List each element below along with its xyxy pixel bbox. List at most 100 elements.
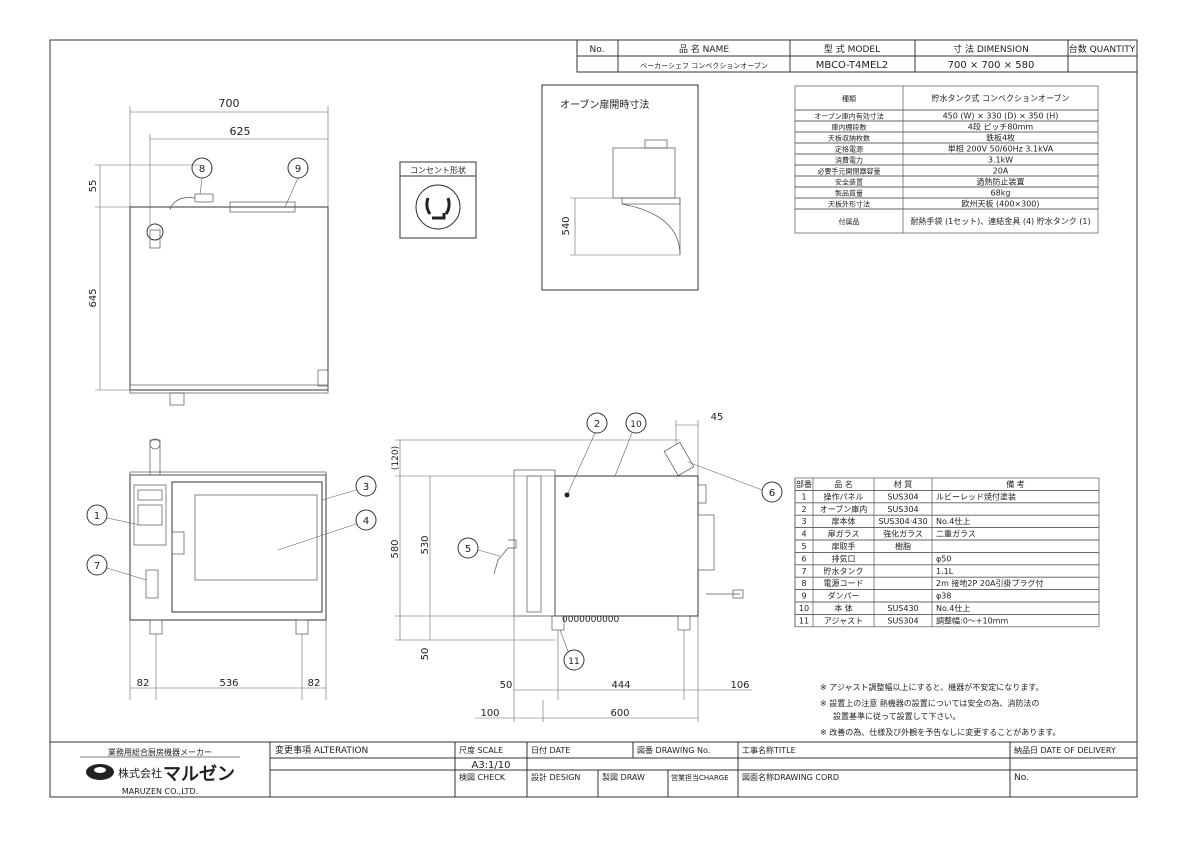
parts-row: 4 扉ガラス 強化ガラス 二重ガラス bbox=[794, 527, 1100, 541]
balloon-6: 6 bbox=[769, 488, 775, 499]
parts-row: 1 操作パネル SUS304 ルビーレッド焼付塗装 bbox=[794, 490, 1100, 504]
parts-header-note: 備 考 bbox=[1006, 479, 1025, 489]
parts-row: 10 本 体 SUS430 No.4仕上 bbox=[794, 601, 1100, 615]
note-1: ※ アジャスト調整幅以上にすると、機器が不安定になります。 bbox=[820, 682, 1043, 692]
parts-cell-no: 7 bbox=[801, 567, 806, 576]
dim-top-700: 700 bbox=[219, 97, 240, 110]
parts-row: 11 アジャスト SUS304 調整幅:0〜+10mm bbox=[794, 614, 1100, 628]
spec-label: 製品質量 bbox=[835, 189, 863, 198]
title-label: 工事名称TITLE bbox=[742, 745, 796, 755]
parts-cell-note: φ38 bbox=[936, 592, 951, 601]
parts-cell-material: SUS304 bbox=[887, 505, 918, 514]
parts-header-material: 材 質 bbox=[894, 479, 913, 489]
dim-top-625: 625 bbox=[230, 125, 251, 138]
alteration-label: 変更事項 ALTERATION bbox=[275, 744, 368, 756]
parts-cell-name: 本 体 bbox=[834, 603, 853, 613]
side-view: 0000000000 (120) 580 530 50 45 50 444 10… bbox=[390, 412, 783, 722]
parts-cell-no: 8 bbox=[801, 579, 806, 588]
parts-cell-note: 1.1L bbox=[936, 567, 954, 576]
check-label: 検図 CHECK bbox=[459, 772, 506, 782]
parts-cell-name: ダンパー bbox=[828, 591, 860, 601]
door-open-view: オーブン扉開時寸法 540 bbox=[541, 84, 699, 291]
dim-side-444: 444 bbox=[611, 680, 630, 691]
parts-cell-name: 電源コード bbox=[824, 579, 864, 588]
parts-cell-note: 二重ガラス bbox=[936, 529, 976, 539]
header-table: No. 品 名 NAME 型 式 MODEL 寸 法 DIMENSION 台数 … bbox=[576, 39, 1138, 73]
spec-value: 過熱防止装置 bbox=[977, 177, 1025, 187]
parts-cell-no: 2 bbox=[801, 505, 806, 514]
note-2: ※ 設置上の注意 熱機器の設置については安全の為、消防法の bbox=[820, 698, 1039, 708]
parts-cell-no: 6 bbox=[801, 554, 806, 563]
parts-cell-material: SUS430 bbox=[887, 604, 918, 613]
dim-front-82-right: 82 bbox=[308, 678, 321, 689]
spec-value: 4段 ピッチ80mm bbox=[968, 122, 1034, 132]
spec-label: 種類 bbox=[842, 94, 856, 103]
delivery-label: 納品日 DATE OF DELIVERY bbox=[1014, 745, 1116, 755]
parts-cell-name: 扉ガラス bbox=[828, 529, 860, 539]
parts-cell-material: 強化ガラス bbox=[883, 529, 923, 539]
draw-label: 製図 DRAW bbox=[602, 772, 645, 782]
title-no-label: No. bbox=[1014, 773, 1029, 783]
header-dimension-label: 寸 法 DIMENSION bbox=[953, 43, 1029, 55]
spec-label: 消費電力 bbox=[835, 156, 863, 165]
parts-cell-name: アジャスト bbox=[824, 616, 863, 625]
notes: ※ アジャスト調整幅以上にすると、機器が不安定になります。 ※ 設置上の注意 熱… bbox=[820, 682, 1060, 737]
parts-header-no: 部番 bbox=[796, 479, 812, 489]
spec-value: 欧州天板 (400×300) bbox=[961, 199, 1039, 209]
spec-value: 貯水タンク式 コンベクションオーブン bbox=[931, 93, 1069, 103]
date-label: 日付 DATE bbox=[531, 745, 570, 755]
dim-side-580: 580 bbox=[390, 539, 401, 558]
parts-cell-note: 2m 接地2P 20A引掛プラグ付 bbox=[936, 578, 1044, 588]
parts-cell-no: 3 bbox=[801, 517, 806, 526]
parts-cell-name: 操作パネル bbox=[824, 491, 864, 501]
parts-cell-no: 4 bbox=[801, 530, 806, 539]
parts-cell-name: 扉本体 bbox=[832, 516, 856, 526]
dim-top-645: 645 bbox=[88, 288, 99, 307]
parts-cell-no: 11 bbox=[799, 616, 809, 625]
door-open-title: オーブン扉開時寸法 bbox=[560, 98, 649, 111]
header-model-value: MBCO-T4MEL2 bbox=[816, 60, 889, 71]
dim-side-100: 100 bbox=[480, 708, 499, 719]
parts-cell-no: 1 bbox=[801, 492, 806, 501]
dim-side-50-bottom: 50 bbox=[500, 680, 513, 691]
balloon-11: 11 bbox=[568, 657, 579, 667]
scale-label: 尺度 SCALE bbox=[459, 745, 503, 755]
parts-cell-material: SUS304 bbox=[887, 616, 918, 625]
parts-row: 8 電源コード 2m 接地2P 20A引掛プラグ付 bbox=[794, 576, 1100, 590]
parts-cell-name: オーブン庫内 bbox=[820, 504, 868, 514]
parts-header-row: 部番品 名材 質備 考 bbox=[794, 477, 1100, 491]
dim-front-536: 536 bbox=[219, 678, 238, 689]
parts-cell-note: ルビーレッド焼付塗装 bbox=[936, 491, 1016, 501]
spec-label: 付属品 bbox=[839, 217, 860, 226]
parts-cell-name: 扉取手 bbox=[832, 541, 856, 551]
dim-side-45: 45 bbox=[711, 412, 724, 423]
outlet-title: コンセント形状 bbox=[410, 165, 466, 175]
spec-label: 天板外形寸法 bbox=[828, 200, 870, 209]
header-model-label: 型 式 MODEL bbox=[824, 43, 880, 55]
balloon-7: 7 bbox=[94, 561, 100, 572]
svg-text:0000000000: 0000000000 bbox=[562, 615, 620, 625]
parts-cell-material: SUS304 bbox=[887, 492, 918, 501]
dim-front-82-left: 82 bbox=[137, 678, 150, 689]
design-label: 設計 DESIGN bbox=[531, 772, 580, 782]
header-dimension-value: 700 × 700 × 580 bbox=[948, 60, 1035, 71]
parts-row: 2 オーブン庫内 SUS304 bbox=[794, 502, 1100, 516]
company-en: MARUZEN CO.,LTD. bbox=[122, 787, 198, 796]
parts-cell-note: No.4仕上 bbox=[936, 603, 970, 613]
parts-cell-no: 5 bbox=[801, 542, 806, 551]
company-brand: マルゼン bbox=[163, 763, 235, 785]
spec-label: 安全装置 bbox=[835, 178, 863, 187]
outlet-shape: コンセント形状 bbox=[399, 161, 477, 239]
balloon-9: 9 bbox=[295, 164, 301, 175]
dim-side-50: 50 bbox=[420, 648, 431, 661]
front-view: 82 536 82 1 7 3 4 bbox=[86, 438, 377, 700]
note-4: ※ 改善の為、仕様及び外観を予告なしに変更することがあります。 bbox=[820, 727, 1060, 737]
dim-side-106: 106 bbox=[730, 680, 749, 691]
parts-cell-no: 10 bbox=[799, 604, 809, 613]
company-jp: 株式会社 bbox=[118, 766, 162, 780]
parts-cell-note: 調整幅:0〜+10mm bbox=[936, 615, 1008, 625]
